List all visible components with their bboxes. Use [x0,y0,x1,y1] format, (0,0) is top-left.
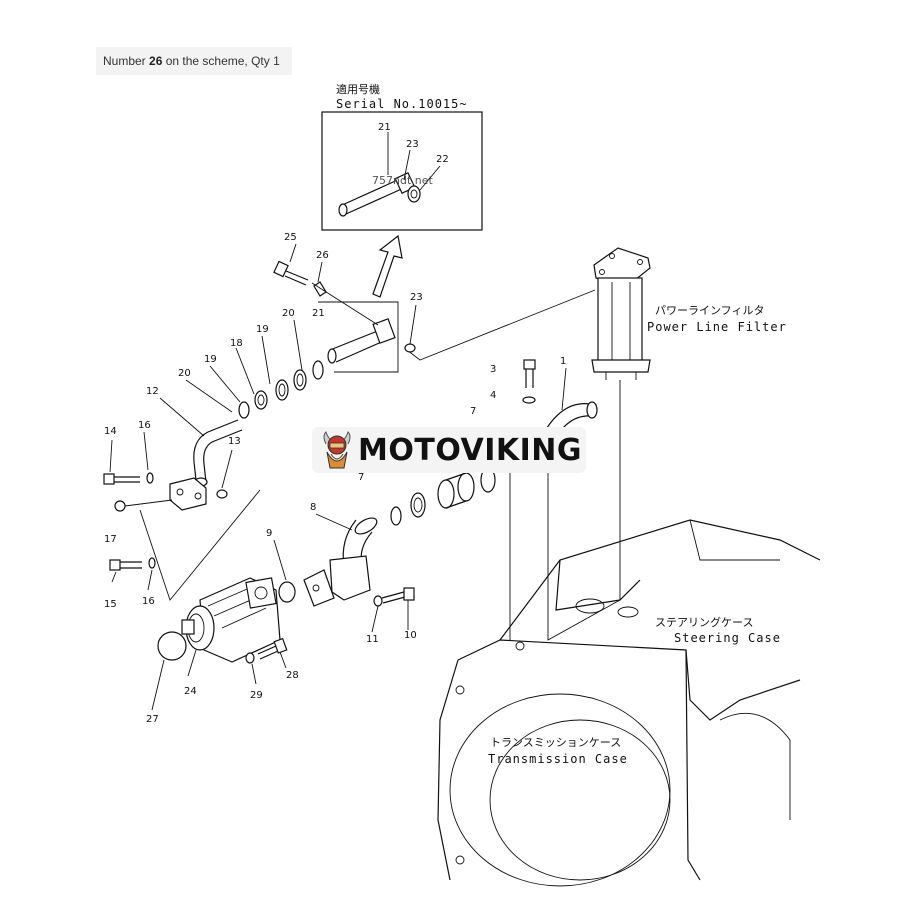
elbow-8 [303,517,378,607]
oring-9 [278,581,296,603]
callout-10: 10 [404,630,417,641]
caption-box [96,47,292,75]
washer-16-lower [148,557,156,569]
arrow-to-inset [372,234,403,298]
callout-23-inset: 23 [406,139,419,150]
callout-19-lower: 19 [204,354,217,365]
callout-20-upper: 20 [282,308,295,319]
callout-7-upper: 7 [470,406,476,417]
ring-stack [238,360,324,419]
brand-watermark-box [312,427,586,473]
washer-4 [522,396,536,404]
inset-serial: Serial No.10015~ [336,97,468,111]
label-steering-case-jp: ステアリングケース [655,615,753,629]
bolt-15 [109,559,142,571]
power-line-filter [591,247,651,380]
label-steering-case: Steering Case [674,631,781,645]
callout-7-lower: 7 [358,472,364,483]
bolt-14 [103,473,140,485]
callout-12: 12 [146,386,159,397]
callout-21-inset: 21 [378,122,391,133]
bolt-17 [114,499,173,512]
callout-1: 1 [560,356,566,367]
inset-title-jp: 適用号機 [336,82,380,96]
callout-15: 15 [104,599,117,610]
callout-22-inset: 22 [436,154,449,165]
bolt-10 [381,587,415,604]
washer-29 [245,652,255,664]
callout-numbers: 21 23 22 25 26 23 20 21 19 18 19 20 12 1… [104,122,566,725]
callout-25: 26 [316,250,329,261]
callout-24: 25 [284,232,297,243]
callout-14: 14 [104,426,117,437]
upper-pipe-assembly [318,301,416,373]
callout-8: 8 [310,502,316,513]
callout-9: 9 [266,528,272,539]
oring-13 [216,489,228,499]
transmission-case [437,639,801,887]
label-transmission-case-jp: トランスミッションケース [490,736,621,749]
scheme-caption: Number 26 on the scheme, Qty 1 [103,54,280,68]
callout-21: 21 [312,308,325,319]
filter-to-case-line-right [547,380,621,641]
bolt-3 [523,359,536,388]
washer-16-upper [146,472,154,484]
callout-4: 4 [490,390,496,401]
callout-11: 11 [366,634,379,645]
label-power-line-filter: Power Line Filter [647,320,787,334]
callout-19-upper: 19 [256,324,269,335]
caption-part-number: 26 [149,54,163,68]
label-power-line-filter-jp: パワーラインフィルタ [655,304,764,317]
callout-27: 27 [146,714,159,725]
ring-stack-7 [390,467,496,526]
hose-12 [193,419,243,487]
viking-logo-icon [323,431,351,469]
callout-16-lower: 16 [142,596,155,607]
callout-20-lower: 20 [178,368,191,379]
flange-block [169,477,207,511]
callout-29: 29 [250,690,263,701]
label-transmission-case: Transmission Case [488,752,628,766]
steering-case [499,519,821,641]
callout-26: 24 [184,686,197,697]
callout-28: 28 [286,670,299,681]
inset-watermark: 757ndt.net [372,174,433,187]
bolt-28 [257,637,288,660]
washer-11 [373,595,383,607]
inset-pipe [338,171,421,217]
callout-3: 3 [490,364,496,375]
pump-guide-lines [139,489,261,601]
inset-frame [321,111,483,231]
leader-lines [109,243,567,711]
bolt-24 [273,260,379,326]
pump-26 [181,577,281,663]
oring-27 [157,631,187,661]
callout-13: 13 [228,436,241,447]
brand-name: MOTOVIKING [358,433,583,468]
callout-17: 17 [104,534,117,545]
inset-panel: 適用号機 Serial No.10015~ 757ndt.net [321,82,483,231]
callout-23: 23 [410,292,423,303]
callout-18: 18 [230,338,243,349]
callout-16-upper: 16 [138,420,151,431]
filter-to-pipe-line [406,289,596,361]
